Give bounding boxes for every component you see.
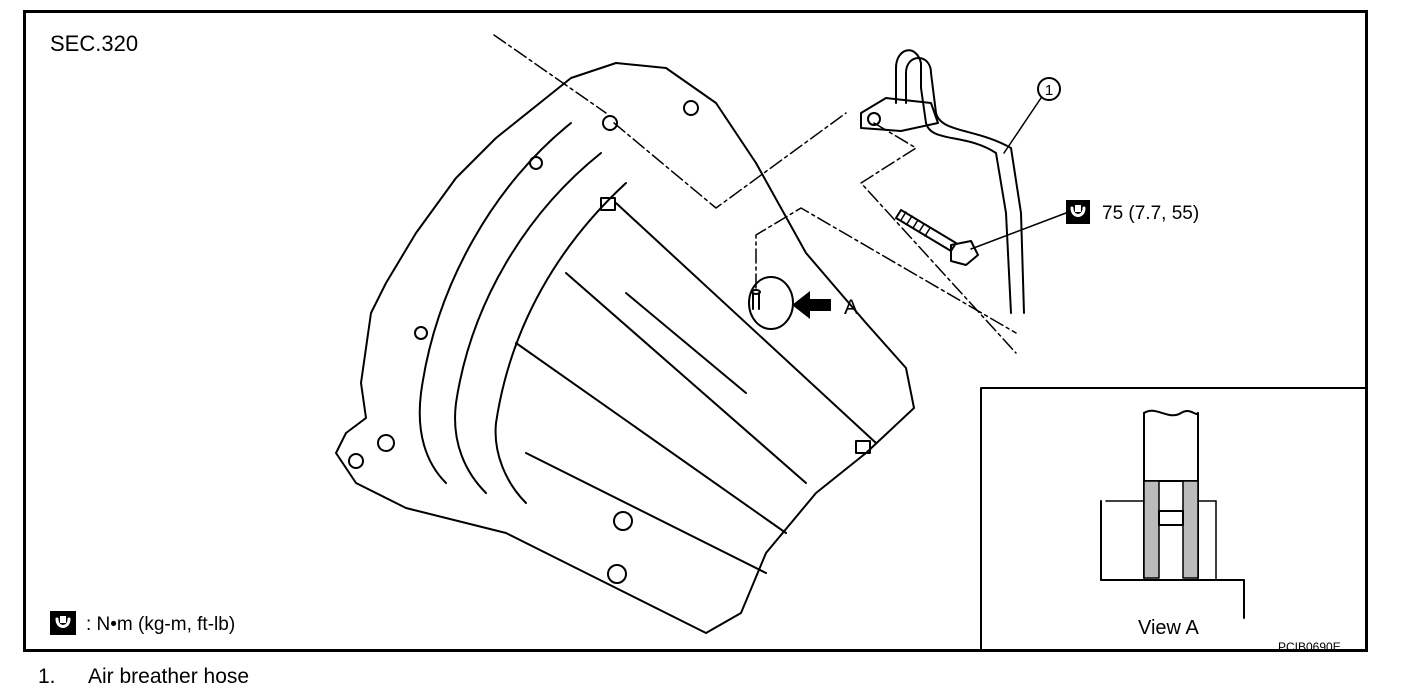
case-body-line	[615, 202, 877, 444]
torque-leader	[970, 212, 1067, 250]
case-body-line	[525, 452, 767, 574]
case-tab	[600, 197, 616, 211]
torque-legend: : N•m (kg-m, ft-lb)	[86, 614, 236, 635]
bolt-head	[950, 240, 979, 266]
callout-leader	[1003, 97, 1042, 154]
bolt-boss	[602, 115, 618, 131]
view-arrow-label: A	[844, 296, 859, 319]
section-label: SEC.320	[50, 31, 139, 56]
bolt-boss	[529, 156, 543, 170]
parts-legend-label: Air breather hose	[88, 665, 250, 688]
torque-spec: 75 (7.7, 55)	[1102, 203, 1200, 224]
case-tab	[855, 440, 871, 454]
transmission-assembly-drawing	[50, 34, 1365, 649]
breather-port-tube	[752, 292, 760, 310]
bracket-bolt-hole	[867, 112, 881, 126]
assembly-leader-lines	[493, 34, 1017, 354]
legend-torque-icon	[50, 611, 76, 635]
case-body-line	[515, 342, 787, 534]
bell-housing-ring-inner	[494, 182, 627, 504]
callout-number-1: 1	[1045, 82, 1053, 99]
bolt-threads	[900, 211, 931, 237]
torque-wrench-icon	[1066, 200, 1090, 224]
bolt-boss	[683, 100, 699, 116]
view-a-detail	[1100, 409, 1245, 619]
case-body-line	[565, 272, 807, 484]
view-a-inset-border	[980, 387, 1365, 649]
parts-legend-number: 1.	[38, 665, 56, 688]
diagram-frame: SEC.320 75 (7.7, 55) A : N•m (kg-m, ft-l…	[23, 10, 1368, 654]
bolt-boss	[348, 453, 364, 469]
breather-port-boss	[748, 276, 794, 330]
callout-circle	[1037, 77, 1061, 101]
case-boss	[613, 511, 633, 531]
case-body-line	[625, 292, 747, 394]
bell-housing-ring-middle	[454, 152, 602, 494]
bell-housing-ring-outer	[418, 122, 572, 484]
hose-bracket	[860, 97, 939, 132]
transmission-housing-outline	[335, 62, 915, 634]
callout-number-text: 1	[1045, 82, 1053, 99]
air-breather-hose	[905, 57, 1025, 314]
air-breather-hose	[895, 49, 1012, 314]
parts-legend: 1. Air breather hose	[38, 665, 249, 689]
bolt-boss	[377, 434, 395, 452]
breather-port-tip	[751, 289, 761, 295]
case-boss	[607, 564, 627, 584]
bolt-boss	[414, 326, 428, 340]
view-a-label: View A	[1138, 617, 1199, 639]
reference-code: PCIB0690E	[1278, 640, 1341, 654]
view-a-arrow	[792, 291, 831, 319]
